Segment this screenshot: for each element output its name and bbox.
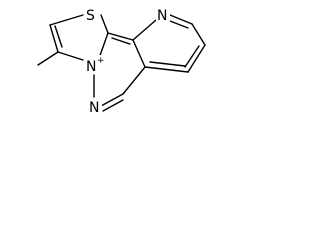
- bond-ch-to-c-bottom: [144, 66, 189, 73]
- bond-n-to-ch-double: [102, 99, 124, 112]
- bonds: [37, 14, 206, 112]
- bond-s-to-c-fused: [100, 14, 109, 34]
- atom-labels: S N N + N: [85, 5, 170, 116]
- bond-c-fused-to-c-fused-double: [107, 32, 134, 41]
- structure-diagram: S N N + N: [37, 5, 206, 116]
- bond-ch-to-c-bottom-double: [149, 61, 186, 67]
- molecule-canvas: S N N + N: [0, 0, 216, 120]
- bond-c-fused-to-npy: [132, 19, 157, 41]
- bond-c-methyl-to-ch: [49, 24, 59, 53]
- bond-c-methyl-to-nplus: [57, 51, 84, 61]
- positive-charge-label: +: [97, 56, 105, 66]
- bond-n-to-ch: [100, 93, 124, 107]
- bond-methyl-c: [37, 51, 59, 66]
- bond-ch-to-s: [49, 14, 84, 26]
- bond-c-to-c-fused: [132, 39, 146, 68]
- bond-c-methyl-to-ch-double: [54, 25, 63, 48]
- bond-npy-to-ch: [169, 14, 193, 25]
- pyridine-nitrogen-label: N: [157, 8, 167, 24]
- bond-npy-to-ch-double: [169, 20, 189, 29]
- bond-ch-to-ch-right: [191, 23, 206, 46]
- pyridazine-nitrogen-label: N: [89, 100, 99, 116]
- sulfur-atom-label: S: [86, 8, 95, 24]
- bond-ch-right-to-ch-double: [184, 45, 200, 68]
- bond-c-fused-inner: [111, 37, 131, 45]
- bond-ch-right-to-ch: [187, 44, 206, 73]
- cationic-nitrogen-label: N: [86, 59, 96, 75]
- bond-ch-to-c: [122, 66, 146, 95]
